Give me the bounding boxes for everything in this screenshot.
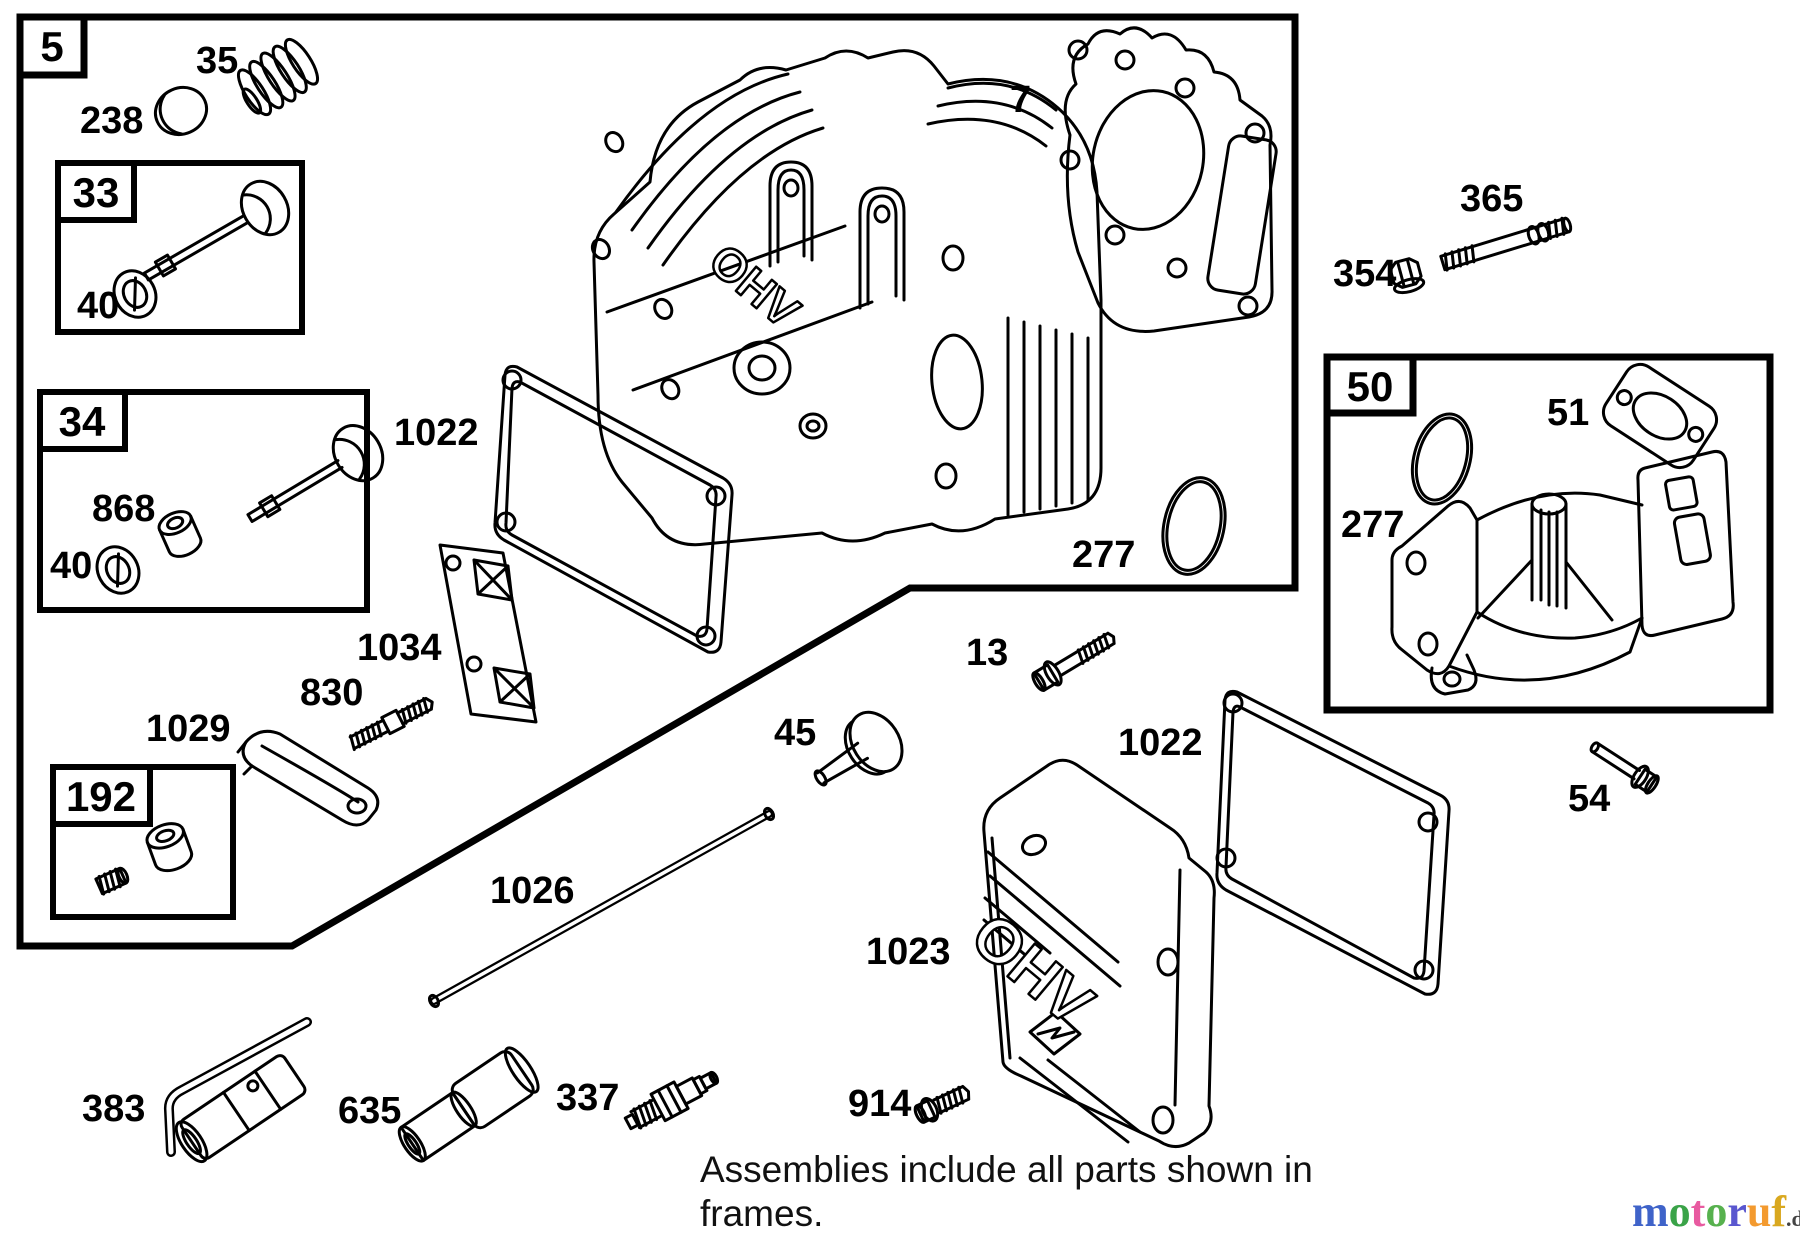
callout-tappet: 45 — [774, 712, 816, 754]
callout-manifold-bolt: 54 — [1568, 778, 1610, 820]
head-ohv-embossed-text: OHV — [700, 234, 810, 338]
cylinder-head — [590, 49, 1103, 547]
callout-plug-wrench: 383 — [82, 1088, 145, 1130]
watermark-suffix: .de — [1785, 1206, 1800, 1231]
callout-rocker-stud: 830 — [300, 672, 363, 714]
callout-valve-guide: 868 — [92, 488, 155, 530]
watermark-letter: o — [1705, 1187, 1728, 1236]
frame-192-label: 192 — [66, 773, 136, 820]
frame-33-labelbox — [55, 160, 137, 223]
o-ring — [1161, 476, 1227, 576]
cover-screw — [913, 1085, 971, 1124]
valve-guide — [157, 510, 203, 558]
cover-ohv-embossed-text: OHV — [958, 901, 1105, 1040]
callout-valve-seal-34: 40 — [50, 545, 92, 587]
callout-spark-plug: 337 — [556, 1077, 619, 1119]
assembly-note-line1: Assemblies include all parts shown in — [700, 1149, 1313, 1190]
flange-nut — [1388, 257, 1426, 295]
rocker-pivot-nut — [145, 822, 194, 873]
head-gasket — [1059, 26, 1278, 333]
rocker-arm — [236, 729, 380, 827]
frame-34-border — [37, 389, 370, 613]
assembly-note: Assemblies include all parts shown in fr… — [700, 1148, 1313, 1235]
frame-50-label: 50 — [1347, 363, 1394, 410]
motoruf-watermark: motoruf.de — [1632, 1186, 1800, 1237]
valve-tappet — [813, 710, 904, 787]
callout-head-bolt: 13 — [966, 632, 1008, 674]
callout-valve-cover: 1023 — [866, 931, 951, 973]
watermark-letter: t — [1690, 1187, 1706, 1236]
intake-gasket — [1601, 362, 1719, 470]
callout-valve-cap: 238 — [80, 100, 143, 142]
spark-plug-wrench — [163, 1017, 312, 1164]
callout-cover-screw: 914 — [848, 1083, 911, 1125]
callout-o-ring-head: 277 — [1072, 534, 1135, 576]
callout-gasket-left: 1022 — [394, 412, 479, 454]
callout-stud: 365 — [1460, 178, 1523, 220]
assembly-note-line2: frames. — [700, 1192, 824, 1234]
valve-cover-gasket-right — [1215, 689, 1451, 996]
callout-gasket-right: 1022 — [1118, 722, 1203, 764]
callout-flange-nut: 354 — [1333, 253, 1396, 295]
watermark-letter: r — [1727, 1187, 1747, 1236]
head-bolt — [1031, 631, 1116, 692]
callout-valve-seal-33: 40 — [77, 285, 119, 327]
frame-34-labelbox — [37, 389, 128, 452]
frame-33-border — [55, 160, 305, 335]
frame-34-label: 34 — [59, 398, 106, 445]
watermark-letter: u — [1746, 1187, 1772, 1236]
stud — [1439, 216, 1573, 272]
watermark-letter: o — [1668, 1187, 1691, 1236]
intake-manifold — [1390, 450, 1735, 696]
callout-push-rod: 1026 — [490, 870, 575, 912]
set-screw — [94, 866, 130, 896]
rocker-stud — [348, 696, 434, 752]
frame-5-border — [16, 13, 1299, 950]
valve-spring — [236, 37, 320, 117]
spark-plug — [623, 1070, 720, 1131]
push-rod — [427, 806, 776, 1009]
callout-valve-spring: 35 — [196, 40, 238, 82]
valve-cover — [982, 758, 1216, 1148]
valve-cap — [153, 85, 209, 137]
callout-intake-gasket: 51 — [1547, 392, 1589, 434]
spark-plug-socket — [397, 1046, 540, 1163]
callout-head-gasket: 7 — [1010, 79, 1031, 121]
callout-breather-plate: 1034 — [357, 627, 442, 669]
intake-valve — [142, 179, 291, 282]
callout-plug-socket: 635 — [338, 1090, 401, 1132]
manifold-bolt — [1589, 741, 1660, 795]
frame-192-labelbox — [50, 764, 153, 827]
o-ring — [1410, 412, 1474, 506]
valve-cover-gasket-left — [493, 364, 734, 654]
frame-5-labelbox — [16, 13, 88, 79]
callout-o-ring-50: 277 — [1341, 504, 1404, 546]
frame-50-border — [1323, 353, 1774, 714]
frame-50-labelbox — [1323, 353, 1417, 417]
callout-rocker-arm: 1029 — [146, 708, 231, 750]
exhaust-valve — [246, 424, 385, 523]
breather-plate — [438, 543, 538, 724]
frame-33-label: 33 — [73, 169, 120, 216]
watermark-letter: m — [1632, 1187, 1669, 1236]
frame-5-label: 5 — [40, 23, 63, 70]
watermark-letter: f — [1771, 1187, 1786, 1236]
valve-seal — [95, 545, 141, 595]
